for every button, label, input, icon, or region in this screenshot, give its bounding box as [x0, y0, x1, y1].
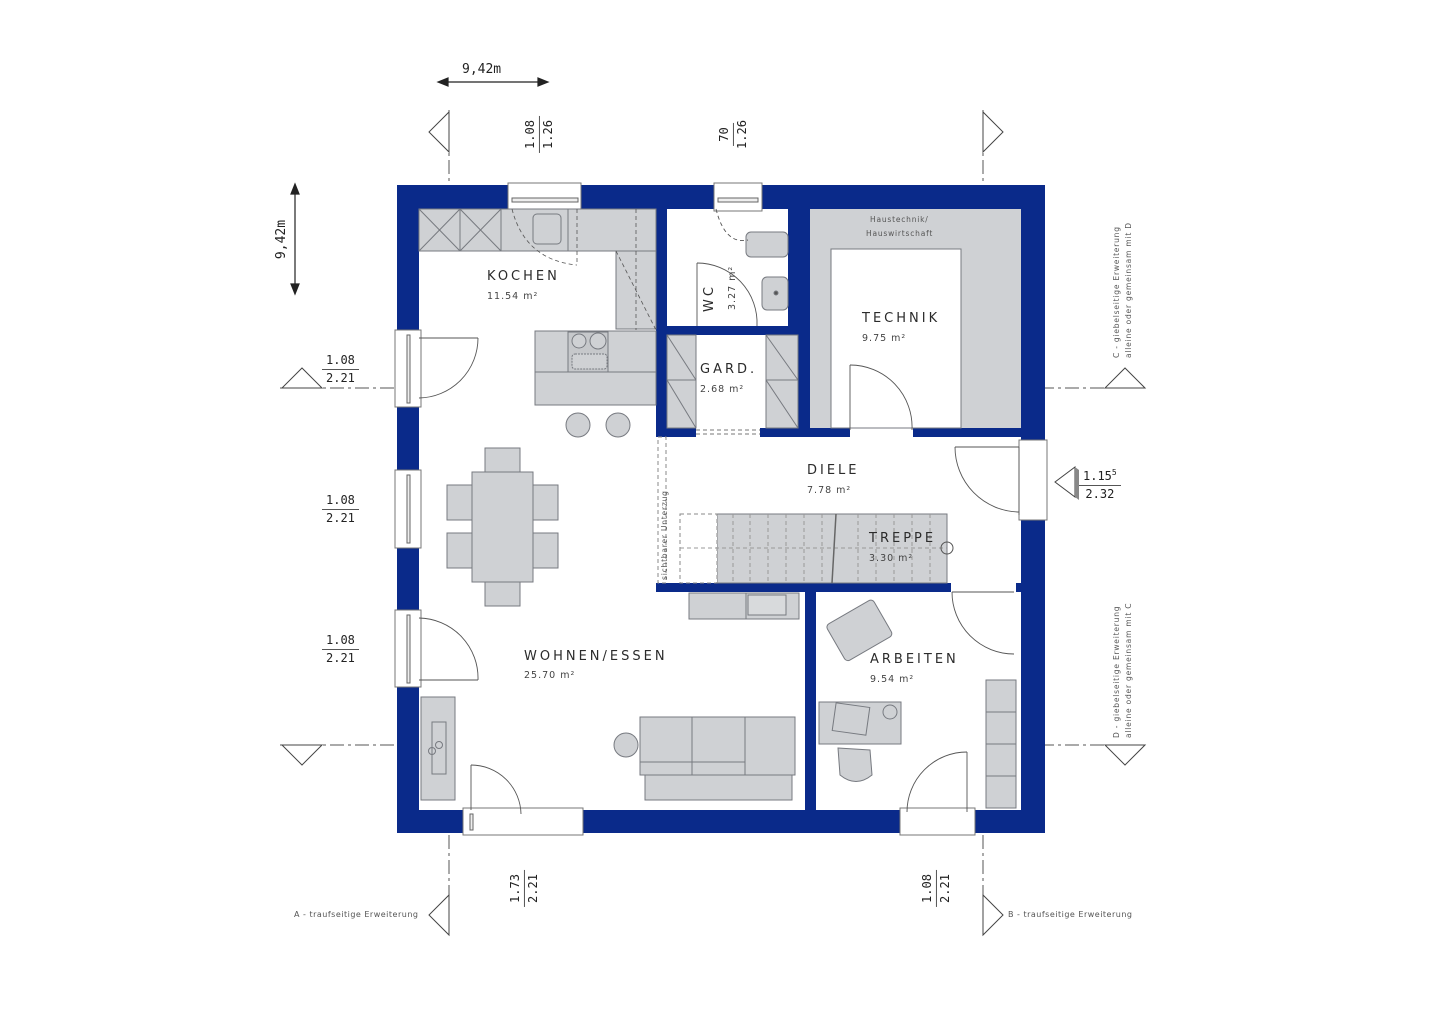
living-furniture	[420, 696, 796, 801]
opening-dimension-left-1: 1.08 2.21	[322, 353, 359, 386]
opening-dimension-left-3: 1.08 2.21	[322, 633, 359, 666]
triangle-left-bottom-icon	[280, 744, 324, 766]
extension-c-label: C - giebelseitige Erweiterung alleine od…	[1112, 222, 1133, 358]
depth-dimension-label: 9,42m	[274, 219, 290, 260]
opening-dimension-left-2: 1.08 2.21	[322, 493, 359, 526]
extension-b-label: B - traufseitige Erweiterung	[1008, 910, 1133, 919]
depth-dimension-arrow	[290, 182, 300, 296]
entry-triangle-icon	[1054, 466, 1079, 500]
technik-door-swing	[849, 364, 913, 431]
opening-dimension-bottom-office: 1.08 2.21	[919, 870, 953, 907]
room-area-wc: 3.27 m²	[727, 265, 738, 310]
extension-d-label: D - giebelseitige Erweiterung alleine od…	[1112, 602, 1133, 738]
width-dimension-arrow	[436, 77, 550, 87]
room-name-wohnen-essen: WOHNEN/ESSEN	[524, 649, 668, 664]
terrace-door-swings	[418, 337, 522, 815]
opening-dimension-top-kitchen: 1.08 1.26	[522, 116, 556, 153]
wardrobe-opening	[696, 429, 760, 435]
triangle-left-top-icon	[280, 367, 324, 389]
room-name-gard: GARD.	[700, 362, 758, 377]
office-furniture	[818, 599, 1017, 809]
triangle-top-right-icon	[982, 110, 1004, 154]
room-name-diele: DIELE	[807, 463, 860, 478]
interior-walls	[656, 209, 1021, 810]
room-name-technik: TECHNIK	[862, 311, 941, 326]
dining-table	[446, 447, 559, 607]
room-area-wohnen-essen: 25.70 m²	[524, 670, 576, 681]
triangle-right-bottom-icon	[1103, 744, 1147, 766]
opening-dimension-entry: 1.155 2.32	[1079, 465, 1121, 502]
room-area-gard: 2.68 m²	[700, 384, 745, 395]
room-area-technik: 9.75 m²	[862, 333, 907, 344]
technik-note-line2: Hauswirtschaft	[866, 229, 934, 238]
room-name-arbeiten: ARBEITEN	[870, 652, 959, 667]
room-area-treppe: 3.30 m²	[869, 553, 914, 564]
window-frames	[406, 197, 759, 831]
room-name-wc: WC	[702, 284, 717, 312]
room-name-kochen: KOCHEN	[487, 269, 560, 284]
technik-utility-area	[810, 209, 1021, 429]
entry-door-swing	[954, 446, 1020, 515]
wc-door-swing	[696, 208, 758, 327]
opening-dimension-bottom-living: 1.73 2.21	[507, 870, 541, 907]
triangle-bottom-left-icon	[428, 893, 450, 937]
triangle-bottom-right-icon	[982, 893, 1004, 937]
wc-fixtures	[745, 231, 789, 311]
extension-triangles	[280, 110, 1147, 937]
room-area-diele: 7.78 m²	[807, 485, 852, 496]
room-name-treppe: TREPPE	[869, 531, 937, 546]
office-door-swings	[906, 591, 1015, 813]
technik-note-line1: Haustechnik/	[870, 215, 929, 224]
opening-dimension-top-wc: 70 1.26	[716, 120, 749, 149]
kitchen-window-swing	[511, 208, 657, 331]
beam-annotation: sichtbarer Unterzug	[660, 490, 669, 580]
width-dimension-label: 9,42m	[462, 62, 502, 77]
room-area-kochen: 11.54 m²	[487, 291, 539, 302]
extension-a-label: A - traufseitige Erweiterung	[294, 910, 419, 919]
staircase	[657, 436, 954, 584]
triangle-right-top-icon	[1103, 367, 1147, 389]
kitchen-counters	[418, 208, 657, 438]
wardrobe-cabinets	[666, 334, 799, 429]
desk-under-stairs	[688, 592, 800, 620]
triangle-top-left-icon	[428, 110, 450, 154]
room-area-arbeiten: 9.54 m²	[870, 674, 915, 685]
